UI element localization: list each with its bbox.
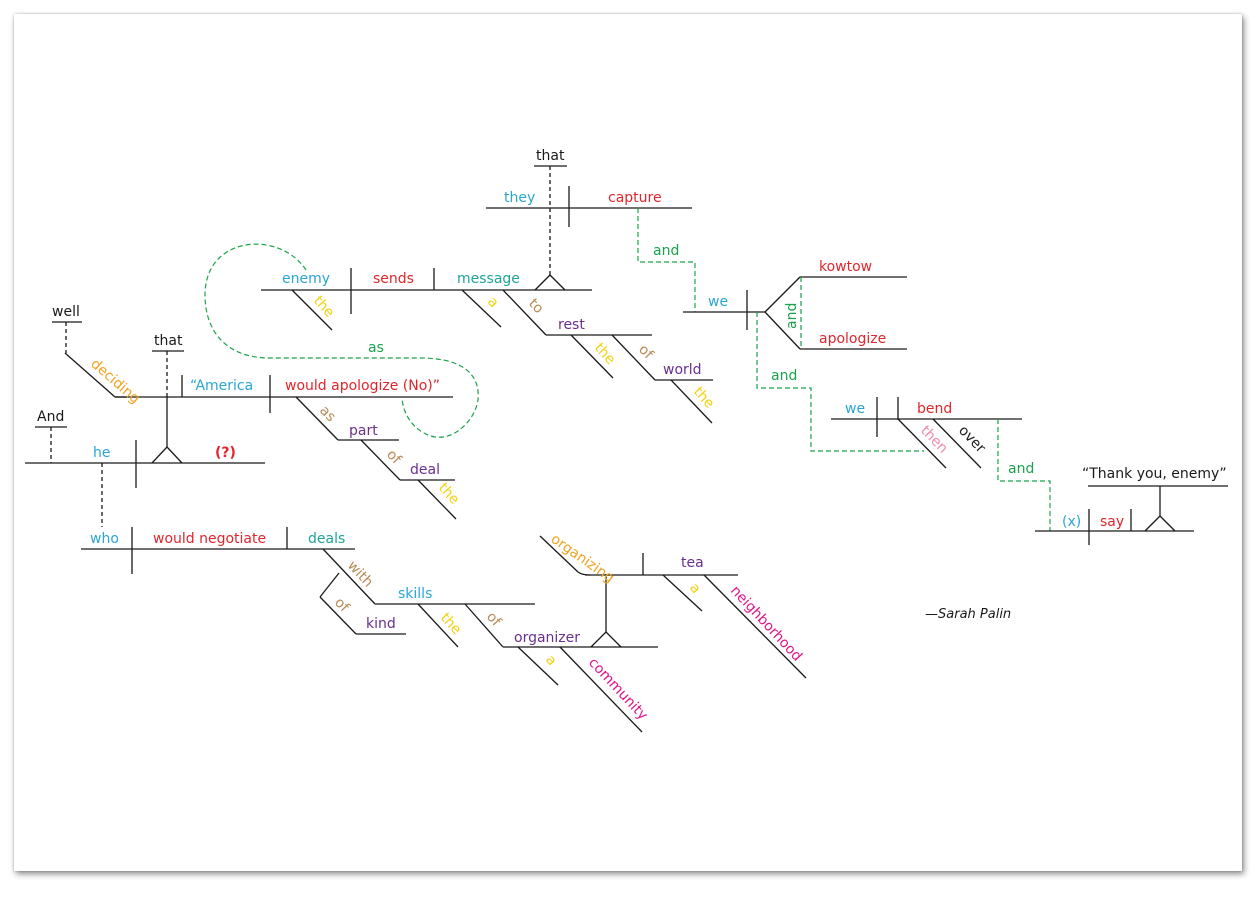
word-a-tea: a — [686, 580, 704, 597]
they-clause: they capture that — [486, 148, 692, 227]
word-and-4: and — [1008, 461, 1034, 477]
word-organizing: organizing — [548, 531, 617, 586]
word-as-loop: as — [368, 340, 384, 356]
diagram-sheet: he (?) And deciding “America would apolo… — [14, 14, 1242, 871]
word-thank-you: “Thank you, enemy” — [1082, 466, 1227, 482]
word-america: “America — [190, 378, 253, 394]
word-capture: capture — [608, 190, 662, 206]
as-connector: as — [204, 243, 479, 438]
word-we-1: we — [708, 294, 728, 310]
word-the-enemy: the — [310, 293, 337, 321]
word-a-message: a — [484, 294, 502, 311]
word-they: they — [504, 190, 535, 206]
and-connector-3: and — [756, 312, 924, 452]
word-who: who — [90, 531, 119, 547]
word-and-3: and — [771, 368, 797, 384]
and-connector-4: and — [997, 419, 1051, 531]
word-would-apologize: would apologize (No)” — [285, 378, 440, 394]
word-community: community — [585, 655, 651, 724]
word-sends: sends — [373, 271, 414, 287]
word-of-world: of — [635, 342, 657, 364]
word-he: he — [93, 445, 111, 461]
word-the-deal: the — [435, 480, 462, 508]
word-would-negotiate: would negotiate — [153, 531, 266, 547]
word-we-2: we — [845, 401, 865, 417]
word-say: say — [1100, 514, 1124, 530]
word-deals: deals — [308, 531, 345, 547]
word-organizer: organizer — [514, 630, 580, 646]
we-kowtow-clause: we kowtow apologize and — [683, 259, 907, 350]
word-that-left: that — [154, 333, 183, 349]
word-world: world — [663, 362, 702, 378]
attribution: —Sarah Palin — [925, 607, 1011, 622]
word-and-1: and — [653, 243, 679, 259]
word-that-top: that — [536, 148, 565, 164]
word-enemy: enemy — [282, 271, 330, 287]
word-part: part — [349, 423, 378, 439]
word-kowtow: kowtow — [819, 259, 872, 275]
word-message: message — [457, 271, 520, 287]
word-rest: rest — [558, 317, 585, 333]
word-the-world: the — [690, 384, 717, 412]
deciding-clause: deciding “America would apologize (No)” … — [52, 304, 462, 520]
word-question: (?) — [215, 445, 236, 461]
word-tea: tea — [681, 555, 704, 571]
word-of-kind: of — [331, 595, 353, 617]
sentence-diagram: he (?) And deciding “America would apolo… — [25, 148, 1228, 733]
and-connector-1: and — [637, 208, 696, 312]
main-clause: he (?) And — [25, 397, 265, 527]
word-the-rest: the — [591, 340, 618, 368]
word-over: over — [955, 423, 988, 457]
word-x: (x) — [1062, 514, 1081, 530]
word-to: to — [525, 296, 546, 317]
word-and-top: And — [37, 409, 64, 425]
we-bend-clause: we bend then over — [831, 397, 1022, 469]
word-of-deal: of — [383, 447, 405, 469]
organizing-clause: organizing tea a neighborhood — [539, 531, 807, 679]
word-well: well — [52, 304, 80, 320]
word-neighborhood: neighborhood — [727, 583, 805, 665]
say-clause: (x) say “Thank you, enemy” — [1035, 466, 1228, 545]
word-with: with — [344, 558, 376, 591]
word-deciding: deciding — [87, 356, 142, 407]
word-apologize: apologize — [819, 331, 886, 347]
word-deal: deal — [410, 462, 440, 478]
word-skills: skills — [398, 586, 432, 602]
word-a-org: a — [542, 652, 560, 669]
word-and-2: and — [784, 303, 800, 329]
word-the-skills: the — [437, 610, 464, 638]
word-bend: bend — [917, 401, 952, 417]
word-kind: kind — [366, 616, 396, 632]
